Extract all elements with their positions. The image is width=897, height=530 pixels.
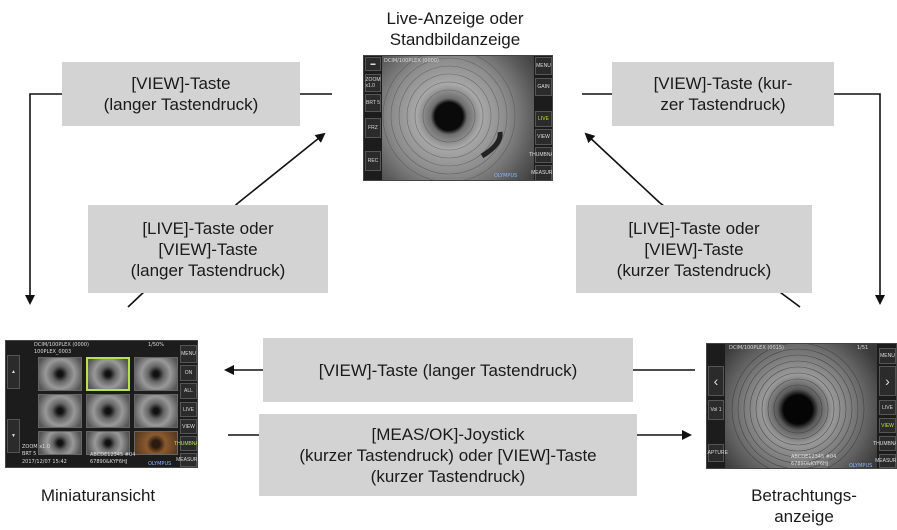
zoom-button[interactable]: ZOOM x1.0 <box>365 74 381 92</box>
thumbnail-button[interactable]: THUMBNAIL <box>529 147 552 163</box>
box-line: zer Tastendruck) <box>660 95 786 114</box>
thumbnail-image[interactable] <box>38 357 82 391</box>
live-button[interactable]: LIVE <box>180 402 197 417</box>
thumb-folder-text: DCIM/100PLEX (0000) <box>34 342 89 348</box>
box-line: (langer Tastendruck) <box>130 260 286 280</box>
box-line: [VIEW]-Taste (kur- <box>653 74 793 93</box>
box-line: (langer Tastendruck) <box>103 95 259 114</box>
thumbnail-image[interactable] <box>134 357 178 391</box>
label-box-center: [VIEW]-Taste (langer Tastendruck) <box>263 338 633 402</box>
box-line: [MEAS/OK]-Joystick <box>371 424 525 444</box>
scroll-up-icon[interactable]: ▲ <box>7 355 20 389</box>
scroll-down-icon[interactable]: ▼ <box>7 419 20 453</box>
box-line: [VIEW]-Taste <box>158 239 258 259</box>
record-button[interactable]: REC <box>365 151 381 171</box>
folder-icon[interactable]: ▬ <box>365 57 381 71</box>
thumb-date-text: 2017/12/07 15:42 <box>22 459 67 465</box>
view-serial2-text: 67890&KYF6HJ <box>791 461 829 467</box>
thumb-serial-text: ABCDE12345 #04 <box>90 452 136 458</box>
arrow-thumbnail-to-live <box>237 132 326 204</box>
select-all-button[interactable]: ALL <box>180 383 197 399</box>
brightness-button[interactable]: BRT 5 <box>365 94 381 112</box>
thumb-brt-text: BRT 5 <box>22 451 37 457</box>
gain-button[interactable]: GAIN <box>535 78 552 96</box>
view-caption: Betrachtungs- anzeige <box>716 485 892 527</box>
select-on-button[interactable]: ON <box>180 365 197 381</box>
thumbnail-caption: Miniaturansicht <box>8 485 188 506</box>
volume-button[interactable]: Vol 1 <box>708 400 724 420</box>
thumbnail-button[interactable]: THUMBNAIL <box>174 436 197 451</box>
view-screen: ‹ Vol 1 CAPTURE DCIM/100PLEX (0015) 1/51… <box>706 343 897 469</box>
thumbnail-image[interactable] <box>134 431 178 455</box>
measure-button[interactable]: MEASURE <box>875 454 896 468</box>
caption-line: Betrachtungs- <box>751 486 857 505</box>
live-image-rings <box>382 56 516 180</box>
view-button[interactable]: VIEW <box>180 419 197 434</box>
thumbnail-image-selected[interactable] <box>86 357 130 391</box>
label-box-live-or-view-long: [LIVE]-Taste oder [VIEW]-Taste (langer T… <box>88 205 328 293</box>
thumbnail-image[interactable] <box>38 431 82 455</box>
label-box-live-or-view-short: [LIVE]-Taste oder [VIEW]-Taste (kurzer T… <box>576 205 812 293</box>
label-box-view-long: [VIEW]-Taste (langer Tastendruck) <box>62 62 300 126</box>
thumb-count-text: 1/50% <box>148 342 164 348</box>
thumbnail-screen: ▲ ▼ DCIM/100PLEX (0000) 100PLEX_0003 1/5… <box>5 340 198 468</box>
chevron-right-icon[interactable]: › <box>879 366 896 396</box>
caption-line-2: Standbildanzeige <box>389 30 521 49</box>
caption-line: anzeige <box>774 507 834 526</box>
menu-button[interactable]: MENU <box>180 345 197 363</box>
view-image-rings <box>731 344 865 468</box>
caption-line: Miniaturansicht <box>40 486 156 505</box>
menu-button[interactable]: MENU <box>535 57 552 75</box>
box-line: [VIEW]-Taste (langer Tastendruck) <box>318 360 578 380</box>
arrow-view-to-live <box>584 132 661 204</box>
thumb-zoom-text: ZOOM x1.0 <box>22 444 51 450</box>
label-box-bottom: [MEAS/OK]-Joystick (kurzer Tastendruck) … <box>259 414 637 496</box>
box-line: [VIEW]-Taste <box>131 74 231 93</box>
thumbnail-image[interactable] <box>86 431 130 455</box>
live-brand: OLYMPUS <box>494 173 518 179</box>
view-count-text: 1/51 <box>857 345 869 351</box>
thumbnail-button[interactable]: THUMBNAIL <box>873 436 896 451</box>
capture-button[interactable]: CAPTURE <box>707 444 728 462</box>
thumb-file-text: 100PLEX_0003 <box>34 349 72 355</box>
label-box-view-short: [VIEW]-Taste (kur- zer Tastendruck) <box>612 62 834 126</box>
caption-line-1: Live-Anzeige oder <box>386 9 524 28</box>
box-line: [VIEW]-Taste <box>644 239 744 259</box>
live-button[interactable]: LIVE <box>535 111 552 127</box>
live-view-caption: Live-Anzeige oder Standbildanzeige <box>340 8 570 50</box>
thumbnail-image[interactable] <box>134 394 178 428</box>
box-line: (kurzer Tastendruck) <box>370 466 526 486</box>
view-button[interactable]: VIEW <box>879 418 896 433</box>
measure-button[interactable]: MEASURE <box>176 453 197 467</box>
thumb-brand: OLYMPUS <box>148 461 172 467</box>
live-button[interactable]: LIVE <box>879 400 896 415</box>
measure-button[interactable]: MEASURE <box>531 165 552 180</box>
live-screen: DCIM/100PLEX (0000) OLYMPUS ▬ ZOOM x1.0 … <box>363 55 553 181</box>
view-folder-text: DCIM/100PLEX (0015) <box>729 345 784 351</box>
thumbnail-image[interactable] <box>38 394 82 428</box>
freeze-button[interactable]: FRZ <box>365 118 381 138</box>
view-button[interactable]: VIEW <box>535 129 552 145</box>
thumb-serial2-text: 67890&KYF6HJ <box>90 459 128 465</box>
box-line: (kurzer Tastendruck) oder [VIEW]-Taste <box>299 445 597 465</box>
view-serial-text: ABCDE12345 #04 <box>791 454 837 460</box>
menu-button[interactable]: MENU <box>879 348 896 364</box>
box-line: [LIVE]-Taste oder <box>628 218 760 238</box>
live-folder-text: DCIM/100PLEX (0000) <box>384 58 439 64</box>
thumbnail-image[interactable] <box>86 394 130 428</box>
view-brand: OLYMPUS <box>849 463 873 469</box>
chevron-left-icon[interactable]: ‹ <box>708 366 724 396</box>
box-line: (kurzer Tastendruck) <box>616 260 772 280</box>
box-line: [LIVE]-Taste oder <box>142 218 274 238</box>
